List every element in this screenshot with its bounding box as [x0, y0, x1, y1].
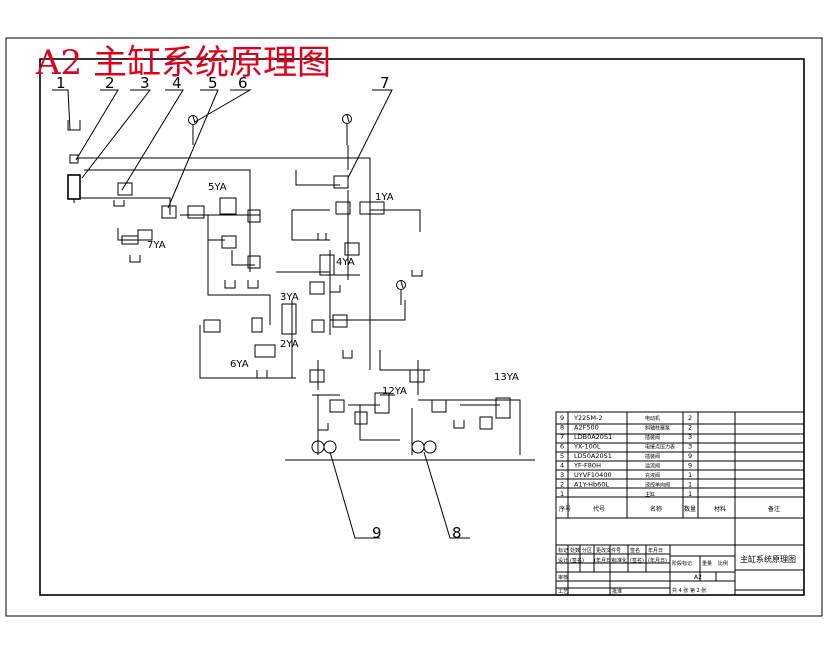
title-block-drawing-name: 主缸系统原理图 [740, 554, 796, 564]
parts-list-header: 序号 代号 名称 数量 材料 备注 [559, 505, 780, 513]
drawing-title: A2 主缸系统原理图 [35, 43, 331, 83]
part-code: UYVF10400 [574, 471, 612, 479]
part-no: 8 [560, 424, 564, 432]
tb-design-sign: (签名) [570, 557, 584, 564]
part-name: 电接点压力表 [645, 444, 675, 451]
part-qty: 1 [688, 471, 692, 479]
part-name: 液控单向阀 [645, 482, 670, 489]
solenoid-5ya: 5YA [208, 182, 227, 193]
tb-design-date: (年月日) [594, 557, 613, 564]
part-qty: 1 [688, 481, 692, 489]
leader-6: 6 [238, 74, 248, 92]
header-material: 材料 [714, 505, 726, 513]
part-no: 1 [560, 490, 564, 498]
tb-sheet: 共 4 张 第 2 张 [672, 587, 706, 594]
part-qty: 3 [688, 433, 692, 441]
parts-list [555, 411, 805, 519]
drawing-frame [39, 58, 805, 596]
solenoid-1ya: 1YA [375, 192, 394, 203]
part-qty: 1 [688, 490, 692, 498]
part-no: 7 [560, 433, 564, 441]
part-qty: 2 [688, 424, 692, 432]
valves [117, 175, 511, 430]
part-qty: 9 [688, 462, 692, 470]
tb-signature: 签名 [630, 547, 640, 554]
tb-mark: 标记 [558, 547, 568, 554]
part-code: A2F500 [574, 424, 599, 432]
part-name: 插装阀 [645, 453, 660, 460]
part-no: 3 [560, 471, 564, 479]
solenoid-labels: 5YA 1YA 7YA 4YA 3YA 2YA 6YA 12YA 13YA [147, 182, 519, 397]
tb-design: 设计 [558, 557, 568, 564]
solenoid-4ya: 4YA [336, 257, 355, 268]
part-name: 插装阀 [645, 434, 660, 441]
part-no: 2 [560, 481, 564, 489]
solenoid-2ya: 2YA [280, 339, 299, 350]
tb-date: 年月日 [648, 547, 663, 554]
pump-motor-units [311, 440, 437, 454]
pressure-gauges [188, 114, 406, 305]
tank-symbols [113, 200, 465, 431]
tb-standard-sign: (签名) [630, 557, 644, 564]
solenoid-7ya: 7YA [147, 240, 166, 251]
header-name: 名称 [650, 505, 662, 513]
leader-7: 7 [380, 74, 390, 92]
leader-numbers: 1 2 3 4 5 6 7 [52, 74, 393, 209]
part-no: 6 [560, 443, 564, 451]
solenoid-12ya: 12YA [382, 386, 407, 397]
header-qty: 数量 [684, 505, 696, 513]
header-note: 备注 [768, 505, 780, 513]
part-name: 充液阀 [645, 472, 660, 479]
part-code: LD50A20S1 [574, 452, 612, 460]
part-qty: 3 [688, 443, 692, 451]
leader-1: 1 [56, 74, 66, 92]
tb-stage-mark: 阶段标记 [672, 560, 692, 567]
part-no: 9 [560, 414, 564, 422]
part-qty: 9 [688, 452, 692, 460]
part-code: LDB0A20S1 [574, 433, 612, 441]
solenoid-6ya: 6YA [230, 359, 249, 370]
tb-change-doc: 更改文件号 [596, 547, 621, 554]
tb-standard: 标准化 [612, 557, 627, 564]
leader-5: 5 [208, 74, 218, 92]
leader-2: 2 [105, 74, 115, 92]
tb-scale-value: A2 [694, 574, 702, 581]
part-name: 溢流阀 [645, 463, 660, 470]
part-name: 斜轴柱塞泵 [645, 425, 670, 432]
header-code: 代号 [593, 505, 605, 513]
part-qty: 2 [688, 414, 692, 422]
part-code: YF-F80H [573, 462, 601, 470]
part-name: 电动机 [645, 415, 660, 422]
solenoid-3ya: 3YA [280, 292, 299, 303]
solenoid-13ya: 13YA [494, 372, 519, 383]
leader-9: 9 [372, 524, 382, 542]
hydraulic-lines [78, 145, 535, 461]
tb-approve: 批准 [612, 588, 622, 595]
part-code: Y225M-2 [573, 414, 602, 422]
leader-8: 8 [452, 524, 462, 542]
title-block: 主缸系统原理图 标记 处数 分区 更改文件号 签名 年月日 设计 (签名) (年… [555, 517, 805, 596]
tb-standard-date: (年月日) [648, 557, 667, 564]
part-code: YX-100L [573, 443, 601, 451]
leader-3: 3 [140, 74, 150, 92]
part-code: A1Y-Hb60L [574, 481, 609, 489]
parts-list-rows: 9 Y225M-2 电动机 2 8 A2F500 斜轴柱塞泵 2 7 LDB0A20S1 插装阀 3 6… [560, 414, 692, 498]
header-no: 序号 [559, 505, 571, 513]
tb-weight: 重量 [702, 560, 712, 567]
sheet-outer-border [5, 37, 823, 617]
part-name: 主缸 [645, 491, 655, 498]
part-no: 4 [560, 462, 564, 470]
tb-process: 工艺 [558, 589, 568, 595]
bottom-leaders: 9 8 [329, 451, 470, 542]
tb-count: 处数 [570, 547, 580, 554]
tb-scale-label: 比例 [718, 560, 728, 567]
leader-4: 4 [172, 74, 182, 92]
tb-zone: 分区 [582, 547, 592, 554]
main-cylinder [67, 120, 81, 203]
part-no: 5 [560, 452, 564, 460]
tb-review: 审核 [558, 574, 568, 581]
